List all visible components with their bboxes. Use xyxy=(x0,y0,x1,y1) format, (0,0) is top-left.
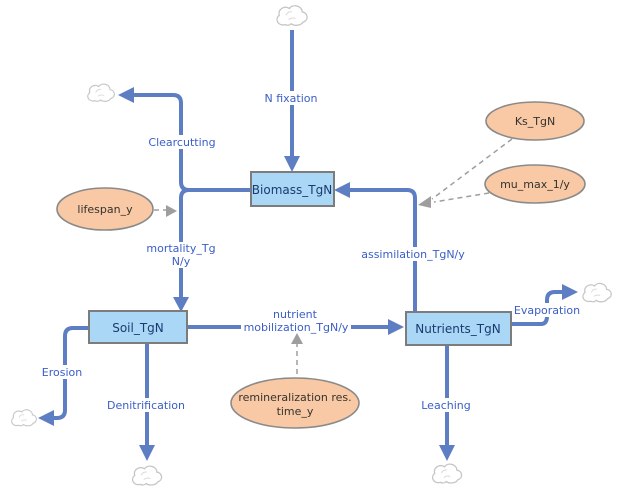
arrowhead-icon xyxy=(562,284,578,300)
arrowhead-icon xyxy=(139,445,155,461)
influence-ks-assimilation[interactable] xyxy=(431,138,513,200)
influence-arrowhead-icon xyxy=(291,333,303,344)
stock-nutrients[interactable]: Nutrients_TgN xyxy=(405,311,512,346)
converter-remineralization[interactable]: remineralization res. time_y xyxy=(230,377,360,429)
converter-label-ks: Ks_TgN xyxy=(515,115,555,128)
arrowhead-icon xyxy=(38,410,54,426)
cloud-sink-leaching[interactable] xyxy=(431,463,463,484)
cloud-source-n-fixation[interactable] xyxy=(276,5,308,26)
converter-mu-max[interactable]: mu_max_1/y xyxy=(484,164,586,204)
converter-label-mu-max: mu_max_1/y xyxy=(500,178,570,191)
converter-label-remineralization-line1: remineralization res. xyxy=(238,391,351,404)
stock-biomass[interactable]: Biomass_TgN xyxy=(250,171,335,207)
converter-label-lifespan: lifespan_y xyxy=(77,203,133,216)
converter-lifespan[interactable]: lifespan_y xyxy=(56,187,154,231)
stock-soil[interactable]: Soil_TgN xyxy=(88,310,188,344)
flow-leaching[interactable]: Leaching xyxy=(420,345,472,461)
flow-label-bg xyxy=(516,303,578,317)
flow-label-assimilation: assimilation_TgN/y xyxy=(361,248,465,261)
flow-label-bg xyxy=(271,309,319,321)
cloud-sink-denitrification[interactable] xyxy=(131,465,163,486)
flow-label-mortality-line1: mortality_Tg xyxy=(146,242,215,255)
stock-label-nutrients: Nutrients_TgN xyxy=(415,322,500,336)
flow-label-mobilization-line1: nutrient xyxy=(273,308,318,321)
converter-label-remineralization-line2: time_y xyxy=(277,405,314,418)
flow-label-n-fixation: N fixation xyxy=(265,92,318,105)
flow-assimilation[interactable]: assimilation_TgN/y xyxy=(334,182,467,312)
flow-label-erosion: Erosion xyxy=(42,366,82,379)
flow-n-fixation[interactable]: N fixation xyxy=(262,30,320,172)
stock-label-biomass: Biomass_TgN xyxy=(252,183,332,197)
flow-label-bg xyxy=(420,398,472,412)
flow-label-clearcutting: Clearcutting xyxy=(148,136,215,149)
converter-ks-tgn[interactable]: Ks_TgN xyxy=(485,101,585,141)
flow-evaporation[interactable]: Evaporation xyxy=(511,284,580,326)
flow-label-evaporation: Evaporation xyxy=(514,304,580,317)
flow-mobilization[interactable]: nutrient mobilization_TgN/y xyxy=(187,308,404,335)
cloud-sink-evaporation[interactable] xyxy=(582,282,612,303)
influence-mu-max-assimilation[interactable] xyxy=(418,192,490,208)
flow-label-bg xyxy=(359,247,467,261)
flow-label-bg xyxy=(39,365,85,379)
arrowhead-icon xyxy=(173,297,189,312)
flow-label-bg xyxy=(105,398,187,412)
flow-label-bg xyxy=(147,135,217,149)
influence-lifespan-mortality[interactable] xyxy=(154,205,177,217)
flow-label-bg xyxy=(164,255,198,268)
stock-label-soil: Soil_TgN xyxy=(112,321,164,335)
flow-label-bg xyxy=(241,321,351,334)
arrowhead-icon xyxy=(334,182,350,198)
arrowhead-icon xyxy=(118,87,134,103)
flow-label-bg xyxy=(144,242,218,255)
flow-denitrification[interactable]: Denitrification xyxy=(105,343,187,461)
arrowhead-icon xyxy=(388,319,404,335)
flow-label-leaching: Leaching xyxy=(421,399,470,412)
flow-label-bg xyxy=(262,91,320,105)
arrowhead-icon xyxy=(439,445,455,461)
flow-label-mobilization-line2: mobilization_TgN/y xyxy=(244,321,349,334)
flow-label-denitrification: Denitrification xyxy=(107,399,185,412)
influence-arrowhead-icon xyxy=(166,205,177,217)
flow-erosion[interactable]: Erosion xyxy=(38,326,89,426)
flow-label-mortality-line2: N/y xyxy=(172,255,191,268)
flow-clearcutting[interactable]: Clearcutting xyxy=(118,87,251,192)
cloud-sink-clearcutting[interactable] xyxy=(87,83,115,102)
flow-mortality[interactable]: mortality_Tg N/y xyxy=(144,188,251,312)
arrowhead-icon xyxy=(284,156,300,172)
influence-remineralization-mobilization[interactable] xyxy=(291,333,303,374)
cloud-sink-erosion[interactable] xyxy=(11,409,38,427)
influence-arrowhead-icon xyxy=(418,196,431,208)
